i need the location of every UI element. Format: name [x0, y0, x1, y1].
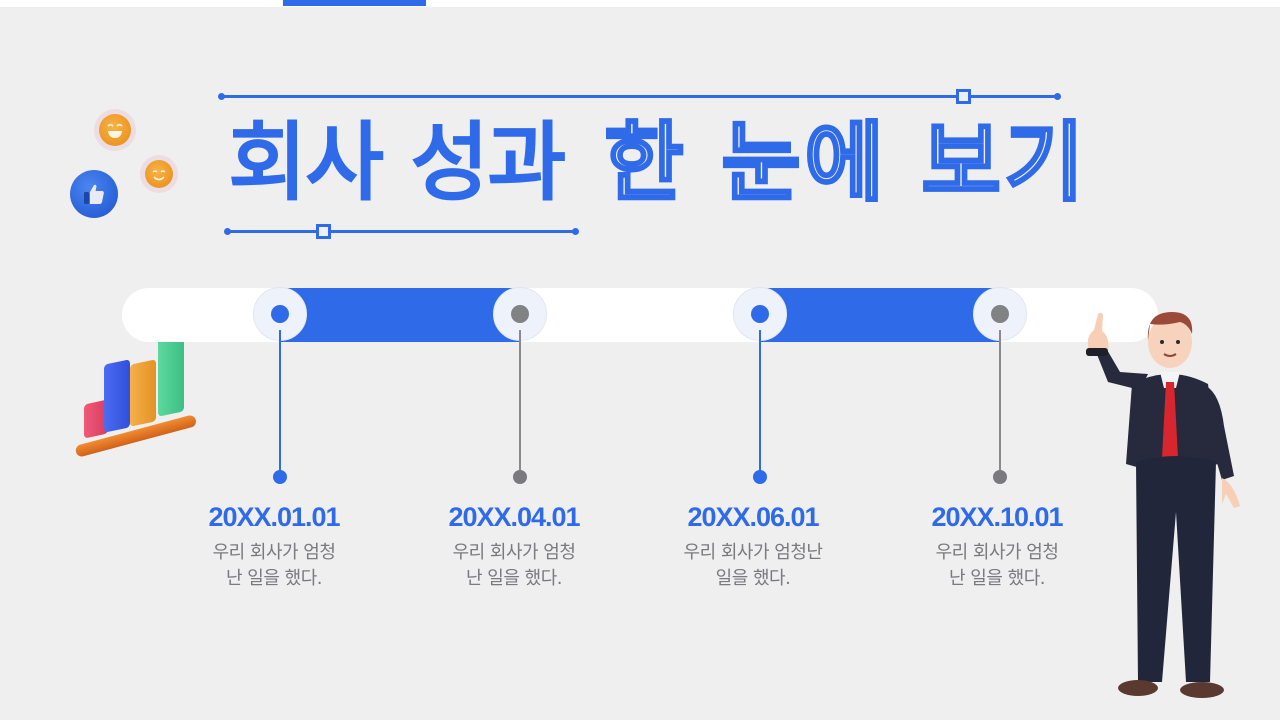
milestone-1: 20XX.01.01 우리 회사가 엄청 난 일을 했다.	[174, 500, 374, 592]
milestone-description: 우리 회사가 엄청 난 일을 했다.	[414, 540, 614, 592]
thumbs-up-glyph	[84, 184, 104, 204]
connector-2	[519, 330, 521, 476]
description-line: 일을 했다.	[715, 568, 791, 589]
milestone-3: 20XX.06.01 우리 회사가 엄청난 일을 했다.	[653, 500, 853, 592]
top-accent-bar	[283, 0, 426, 6]
grin-face-glyph	[107, 123, 123, 138]
milestone-date: 20XX.01.01	[208, 502, 340, 532]
grin-emoji-icon	[99, 114, 131, 146]
timeline-segment-2	[760, 288, 1000, 342]
milestone-date: 20XX.06.01	[687, 502, 819, 532]
milestone-date: 20XX.04.01	[448, 502, 580, 532]
connector-4	[999, 330, 1001, 476]
description-line: 난 일을 했다.	[466, 568, 562, 589]
rule-endpoint	[1054, 93, 1061, 100]
rule-endpoint	[224, 228, 231, 235]
milestone-2: 20XX.04.01 우리 회사가 엄청 난 일을 했다.	[414, 500, 614, 592]
rule-endpoint	[572, 228, 579, 235]
description-line: 난 일을 했다.	[226, 568, 322, 589]
milestone-description: 우리 회사가 엄청 난 일을 했다.	[897, 540, 1097, 592]
milestone-4: 20XX.10.01 우리 회사가 엄청 난 일을 했다.	[897, 500, 1097, 592]
title-top-rule	[218, 89, 1061, 104]
title-outline-text: 한 눈에 보기	[603, 113, 1088, 213]
node-dot-active	[751, 305, 769, 323]
top-strip	[0, 0, 1280, 7]
timeline-segment-1	[280, 288, 520, 342]
connector-end-2	[513, 470, 527, 484]
description-line: 우리 회사가 엄청	[935, 542, 1059, 563]
description-line: 우리 회사가 엄청난	[683, 542, 823, 563]
milestone-description: 우리 회사가 엄청난 일을 했다.	[653, 540, 853, 592]
description-line: 우리 회사가 엄청	[212, 542, 336, 563]
connector-3	[759, 330, 761, 476]
milestone-description: 우리 회사가 엄청 난 일을 했다.	[174, 540, 374, 592]
connector-end-3	[753, 470, 767, 484]
node-dot-inactive	[511, 305, 529, 323]
rule-handle-square	[956, 89, 971, 104]
chart-bar-orange	[130, 359, 156, 427]
smile-emoji-icon	[145, 160, 173, 188]
businessman-figure	[1086, 312, 1240, 698]
connector-end-1	[273, 470, 287, 484]
connector-end-4	[993, 470, 1007, 484]
milestone-date: 20XX.10.01	[931, 502, 1063, 532]
node-dot-active	[271, 305, 289, 323]
thumbs-up-icon	[70, 170, 118, 218]
description-line: 난 일을 했다.	[949, 568, 1045, 589]
page-title: 회사 성과 한 눈에 보기	[228, 108, 1085, 218]
description-line: 우리 회사가 엄청	[452, 542, 576, 563]
title-solid-text: 회사 성과	[228, 113, 566, 213]
rule-handle-square	[316, 224, 331, 239]
chart-bar-blue	[104, 359, 130, 433]
connector-1	[279, 330, 281, 476]
node-dot-inactive	[991, 305, 1009, 323]
title-bottom-rule	[224, 224, 579, 239]
rule-endpoint	[218, 93, 225, 100]
smile-face-glyph	[152, 170, 166, 181]
